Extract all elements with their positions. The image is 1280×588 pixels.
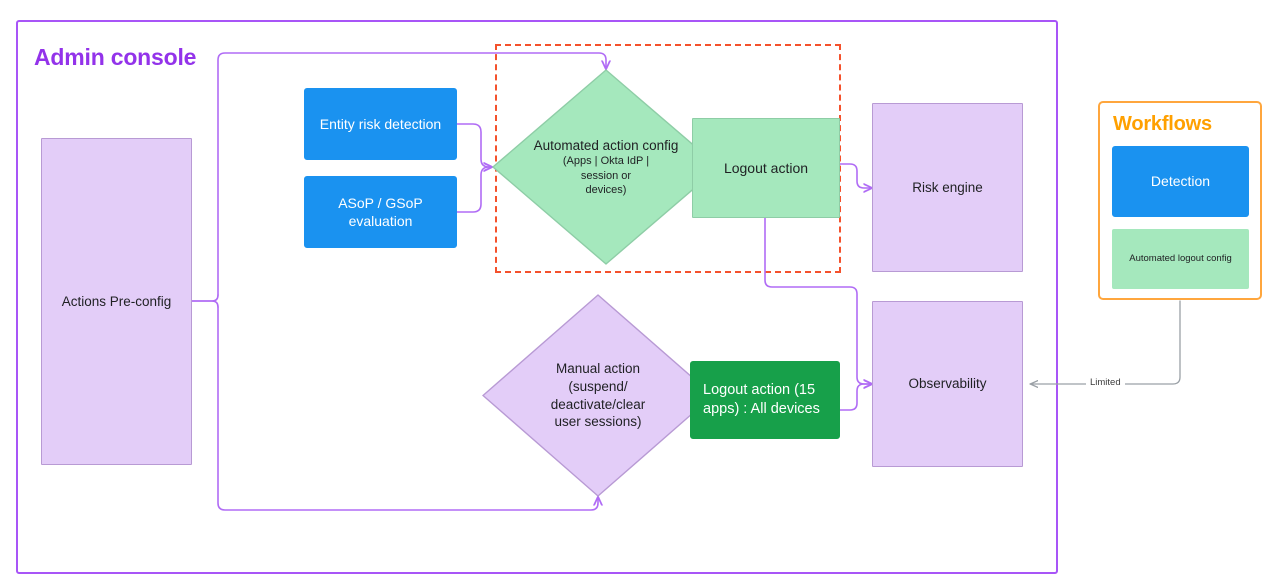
node-manual-action[interactable]: Manual action (suspend/ deactivate/clear… xyxy=(482,294,714,497)
node-automated-action-config-sub-line-3: devices) xyxy=(585,183,627,196)
node-automated-action-config-sub-line-2: session or xyxy=(580,169,632,182)
node-entity-risk-detection[interactable]: Entity risk detection xyxy=(304,88,457,160)
workflows-panel-title: Workflows xyxy=(1113,113,1212,135)
node-manual-action-line-4: user sessions) xyxy=(554,414,642,430)
node-automated-action-config[interactable]: Automated action config (Apps | Okta IdP… xyxy=(492,69,720,265)
node-workflows-automated-logout-config-label: Automated logout config xyxy=(1129,252,1232,264)
node-observability-label: Observability xyxy=(908,376,987,392)
node-workflows-detection-label: Detection xyxy=(1150,173,1211,190)
node-logout-action-automated-label: Logout action xyxy=(723,159,809,176)
node-manual-action-line-2: (suspend/ xyxy=(568,378,628,394)
node-automated-action-config-title: Automated action config xyxy=(533,137,679,153)
edge-label-limited: Limited xyxy=(1086,377,1125,388)
diamond-shape xyxy=(482,294,714,497)
node-manual-action-text: Manual action (suspend/ deactivate/clear… xyxy=(508,360,689,430)
node-asop-gsop-evaluation-label: ASoP / GSoP evaluation xyxy=(338,194,423,229)
node-observability[interactable]: Observability xyxy=(872,301,1023,467)
node-actions-preconfig[interactable]: Actions Pre-config xyxy=(41,138,192,465)
node-automated-action-config-text: Automated action config (Apps | Okta IdP… xyxy=(517,137,695,197)
node-automated-action-config-sub-line-1: (Apps | Okta IdP | xyxy=(562,155,650,168)
diamond-shape xyxy=(492,69,720,265)
node-logout-action-automated[interactable]: Logout action xyxy=(692,118,840,218)
node-workflows-automated-logout-config[interactable]: Automated logout config xyxy=(1112,229,1249,289)
admin-console-frame xyxy=(16,20,1058,574)
admin-console-title: Admin console xyxy=(34,44,197,70)
node-entity-risk-detection-label: Entity risk detection xyxy=(319,115,442,132)
node-actions-preconfig-label: Actions Pre-config xyxy=(61,293,172,309)
node-logout-action-manual[interactable]: Logout action (15 apps) : All devices xyxy=(690,361,840,439)
node-manual-action-line-1: Manual action xyxy=(555,361,641,377)
node-risk-engine[interactable]: Risk engine xyxy=(872,103,1023,272)
node-manual-action-line-3: deactivate/clear xyxy=(550,396,646,412)
node-workflows-detection[interactable]: Detection xyxy=(1112,146,1249,217)
node-logout-action-manual-label: Logout action (15 apps) : All devices xyxy=(703,381,820,417)
node-asop-gsop-evaluation[interactable]: ASoP / GSoP evaluation xyxy=(304,176,457,248)
node-risk-engine-label: Risk engine xyxy=(912,179,983,195)
